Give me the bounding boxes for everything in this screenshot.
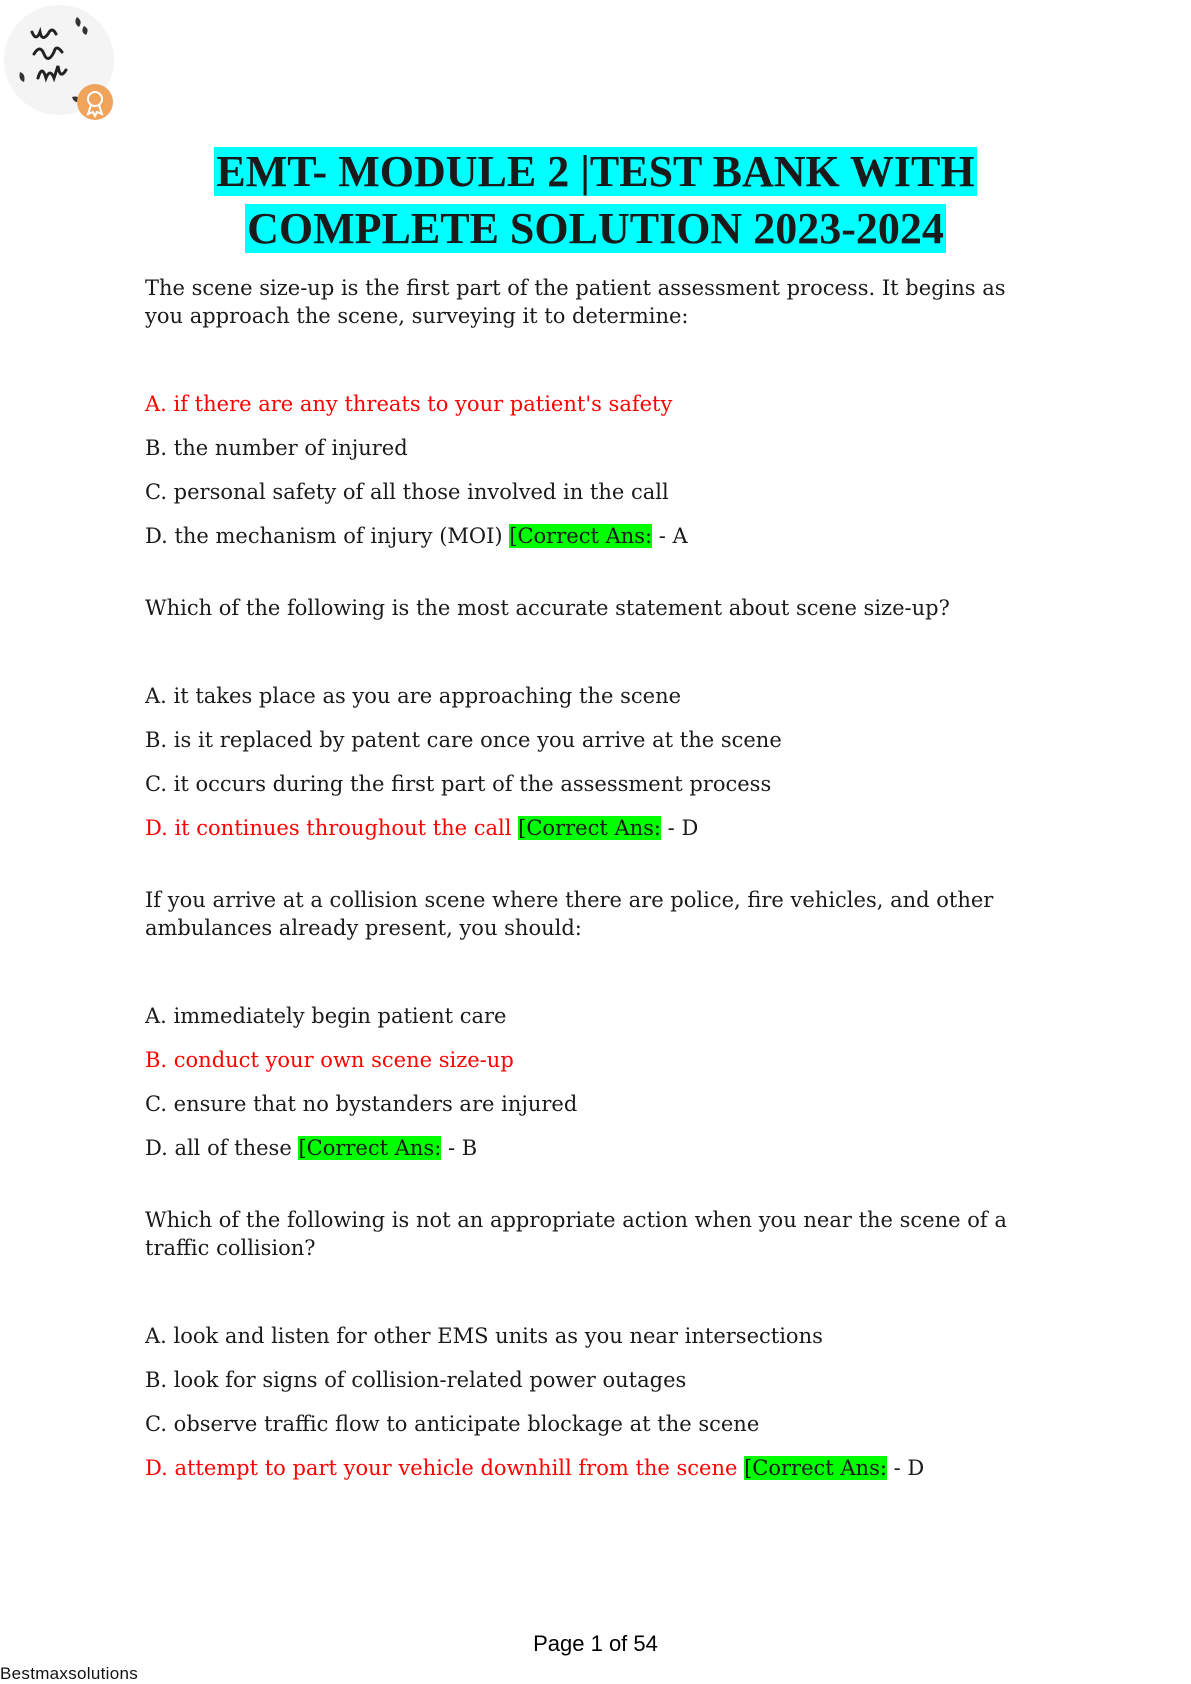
option-text: B. is it replaced by patent care once yo…	[145, 728, 782, 752]
title-line-1: EMT- MODULE 2 |TEST BANK WITH	[214, 147, 977, 196]
option-text: B. the number of injured	[145, 436, 408, 460]
question-text: Which of the following is not an appropr…	[145, 1208, 1007, 1260]
option-text: B. look for signs of collision-related p…	[145, 1368, 687, 1392]
question-block: If you arrive at a collision scene where…	[145, 886, 1045, 1162]
answer-option: A. look and listen for other EMS units a…	[145, 1322, 1045, 1350]
answer-option: A. if there are any threats to your pati…	[145, 390, 1045, 418]
watermark-text: Bestmaxsolutions	[0, 1664, 139, 1683]
answer-option: D. attempt to part your vehicle downhill…	[145, 1454, 1045, 1482]
answer-option: B. conduct your own scene size-up	[145, 1046, 1045, 1074]
option-text: D. the mechanism of injury (MOI)	[145, 524, 510, 548]
correct-answer-value: - D	[661, 816, 699, 840]
option-text: B. conduct your own scene size-up	[145, 1048, 514, 1072]
option-text: A. immediately begin patient care	[145, 1004, 507, 1028]
document-title: EMT- MODULE 2 |TEST BANK WITH COMPLETE S…	[0, 143, 1191, 257]
correct-answer-label: [Correct Ans:	[518, 816, 661, 840]
option-text: A. if there are any threats to your pati…	[145, 392, 673, 416]
option-text: C. personal safety of all those involved…	[145, 480, 669, 504]
question-text: The scene size-up is the first part of t…	[145, 276, 1006, 328]
correct-answer-value: - A	[652, 524, 688, 548]
answer-option: C. it occurs during the first part of th…	[145, 770, 1045, 798]
answer-option: C. ensure that no bystanders are injured	[145, 1090, 1045, 1118]
answer-option: B. is it replaced by patent care once yo…	[145, 726, 1045, 754]
option-text: A. it takes place as you are approaching…	[145, 684, 682, 708]
answer-option: D. the mechanism of injury (MOI) [Correc…	[145, 522, 1045, 550]
option-text: C. observe traffic flow to anticipate bl…	[145, 1412, 760, 1436]
question-list: The scene size-up is the first part of t…	[145, 274, 1045, 1498]
question-text: Which of the following is the most accur…	[145, 596, 950, 620]
answer-option: A. immediately begin patient care	[145, 1002, 1045, 1030]
correct-answer-label: [Correct Ans:	[298, 1136, 442, 1160]
answer-option: A. it takes place as you are approaching…	[145, 682, 1045, 710]
page-number: Page 1 of 54	[533, 1631, 658, 1656]
question-text: If you arrive at a collision scene where…	[145, 888, 994, 940]
correct-answer-label: [Correct Ans:	[509, 524, 653, 548]
answer-option: B. the number of injured	[145, 434, 1045, 462]
option-text: C. ensure that no bystanders are injured	[145, 1092, 578, 1116]
answer-option: D. it continues throughout the call [Cor…	[145, 814, 1045, 842]
option-text: D. it continues throughout the call	[145, 816, 519, 840]
option-text: C. it occurs during the first part of th…	[145, 772, 772, 796]
award-badge-icon	[77, 84, 113, 120]
option-text: A. look and listen for other EMS units a…	[145, 1324, 823, 1348]
correct-answer-value: - D	[886, 1456, 925, 1480]
option-text: D. attempt to part your vehicle downhill…	[145, 1456, 745, 1480]
answer-option: B. look for signs of collision-related p…	[145, 1366, 1045, 1394]
question-block: Which of the following is the most accur…	[145, 594, 1045, 842]
title-line-2: COMPLETE SOLUTION 2023-2024	[245, 204, 946, 253]
correct-answer-label: [Correct Ans:	[744, 1456, 887, 1480]
question-block: Which of the following is not an appropr…	[145, 1206, 1045, 1482]
answer-option: D. all of these [Correct Ans: - B	[145, 1134, 1045, 1162]
option-text: D. all of these	[145, 1136, 299, 1160]
correct-answer-value: - B	[441, 1136, 478, 1160]
answer-option: C. personal safety of all those involved…	[145, 478, 1045, 506]
answer-option: C. observe traffic flow to anticipate bl…	[145, 1410, 1045, 1438]
question-block: The scene size-up is the first part of t…	[145, 274, 1045, 550]
you-got-this-logo-icon	[2, 2, 120, 124]
